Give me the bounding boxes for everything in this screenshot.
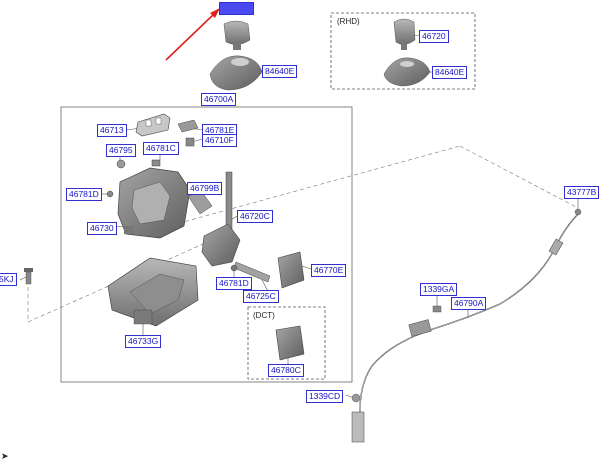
shift-cable-part	[351, 211, 581, 443]
callout-46780C[interactable]: 46780C	[268, 364, 304, 377]
grommet-part	[116, 159, 126, 169]
clip-1339GA-part	[432, 305, 442, 313]
callout-46720-rhd[interactable]: 46720	[419, 30, 449, 43]
clip-part	[177, 119, 199, 147]
callout-46790A[interactable]: 46790A	[451, 297, 487, 310]
bolt-mid-part	[230, 264, 238, 272]
corner-arrow-icon: ➤	[1, 451, 9, 461]
pin-part	[151, 159, 161, 167]
callout-1339GA[interactable]: 1339GA	[420, 283, 458, 296]
sensor-part	[277, 251, 305, 289]
callout-46725C[interactable]: 46725C	[243, 290, 279, 303]
rhd-shift-boot-part	[383, 57, 431, 87]
dct-label: (DCT)	[253, 311, 275, 320]
callout-1339CD[interactable]: 1339CD	[306, 390, 344, 403]
callout-46720F[interactable]: 46720F	[219, 2, 254, 15]
callout-46710F[interactable]: 46710F	[202, 134, 237, 147]
dct-frame	[247, 306, 326, 380]
clip-1339CD-part	[351, 393, 361, 403]
highlight-arrow	[165, 8, 220, 61]
shift-knob-part	[223, 20, 251, 50]
callout-left-edge[interactable]: 5KJ	[0, 273, 17, 286]
main-assembly-frame	[60, 106, 353, 383]
cable-guide-part	[187, 191, 213, 215]
callout-46770E[interactable]: 46770E	[311, 264, 347, 277]
bracket-part	[135, 113, 171, 137]
rhd-shift-knob-part	[393, 18, 416, 50]
reference-lines	[27, 145, 579, 323]
callout-46799B[interactable]: 46799B	[187, 182, 223, 195]
callout-84640E[interactable]: 84640E	[262, 65, 298, 78]
callout-46781D-left[interactable]: 46781D	[66, 188, 102, 201]
callout-46713[interactable]: 46713	[97, 124, 127, 137]
callout-46733G[interactable]: 46733G	[125, 335, 162, 348]
clip-43777B-part	[574, 208, 582, 216]
callout-46700A[interactable]: 46700A	[201, 93, 237, 106]
base-bracket-part	[107, 257, 199, 327]
shift-boot-part	[209, 55, 263, 91]
bolt-left-part	[106, 190, 114, 198]
rhd-label: (RHD)	[337, 17, 360, 26]
left-bolt-part	[24, 268, 33, 285]
callout-46720C[interactable]: 46720C	[237, 210, 273, 223]
shifter-housing-part	[117, 167, 191, 239]
rhd-frame	[330, 12, 476, 90]
callout-46781C[interactable]: 46781C	[143, 142, 179, 155]
callout-46781D-mid[interactable]: 46781D	[216, 277, 252, 290]
callout-43777B[interactable]: 43777B	[564, 186, 600, 199]
dct-unit-part	[275, 325, 305, 361]
callout-46730[interactable]: 46730	[87, 222, 117, 235]
callout-84640E-rhd[interactable]: 84640E	[432, 66, 468, 79]
shift-lever-part	[201, 171, 241, 267]
callout-46795[interactable]: 46795	[106, 144, 136, 157]
